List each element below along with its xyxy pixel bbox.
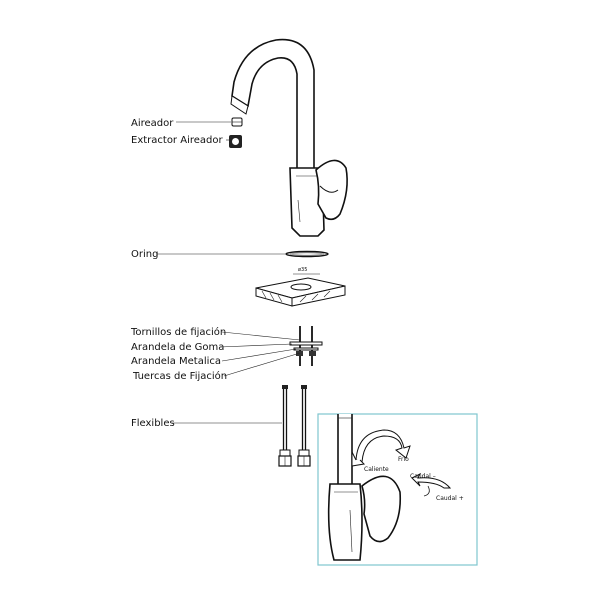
faucet-body: [230, 38, 348, 237]
tuercas-label: Tuercas de Fijación: [132, 370, 227, 382]
aireador-part: [231, 117, 243, 127]
fixing-hardware: [289, 326, 323, 366]
oring-part: [285, 250, 329, 258]
caudal-minus-label: Caudal –: [410, 473, 436, 480]
aireador-label: Aireador: [131, 118, 174, 129]
arandela-goma-label: Arandela de Goma: [131, 342, 224, 353]
frio-label: Frio: [398, 456, 409, 463]
extractor-aireador-part: [229, 135, 242, 148]
arandela-goma-leader: [219, 343, 293, 348]
tornillos-label: Tornillos de fijación: [130, 326, 226, 338]
tuercas-leader: [223, 352, 301, 377]
caudal-plus-label: Caudal +: [436, 495, 464, 502]
inset-faucet: [327, 414, 402, 561]
oring-label: Oring: [131, 249, 158, 260]
caliente-label: Caliente: [364, 466, 389, 473]
tornillos-leader: [221, 331, 301, 341]
flexible-hoses: [278, 385, 311, 467]
flow-arrow-icon: [411, 472, 452, 497]
rotation-arrow-icon: [351, 429, 411, 467]
flexibles-label: Flexibles: [131, 418, 175, 429]
countertop: ø35: [255, 267, 346, 307]
arandela-metalica-label: Arandela Metalica: [131, 356, 221, 367]
arandela-metalica-leader: [221, 348, 297, 362]
diameter-label: ø35: [298, 267, 307, 273]
extractor-aireador-label: Extractor Aireador: [131, 135, 223, 146]
